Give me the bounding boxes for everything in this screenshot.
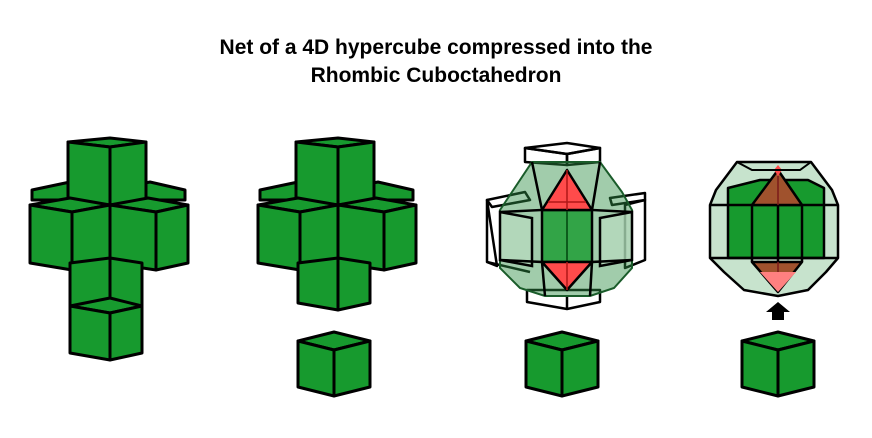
diagram-title: Net of a 4D hypercube compressed into th… (0, 34, 872, 90)
title-line-1: Net of a 4D hypercube compressed into th… (219, 36, 653, 59)
side-face-left (498, 210, 534, 268)
top-cube (294, 136, 376, 207)
lower-cube (296, 256, 372, 312)
panel-4-rhombicuboctahedron (708, 160, 840, 398)
bottom-cube (68, 296, 144, 362)
panel-2-net-detached (256, 136, 418, 398)
title-line-2: Rhombic Cuboctahedron (310, 64, 562, 87)
outline-left-cube (485, 190, 532, 274)
panel-1-tesseract-net (28, 136, 190, 362)
moving-cube (740, 330, 816, 398)
side-face-right (598, 210, 634, 268)
up-arrow-icon (766, 302, 790, 320)
outline-bottom-cube (525, 288, 602, 311)
panel-3-compressed (485, 141, 647, 398)
brown-pyramid-top (750, 168, 804, 207)
detached-cube (296, 330, 372, 398)
top-cube (66, 136, 148, 207)
right-cube (336, 196, 418, 272)
right-cube (108, 196, 190, 272)
detached-cube (524, 330, 600, 398)
